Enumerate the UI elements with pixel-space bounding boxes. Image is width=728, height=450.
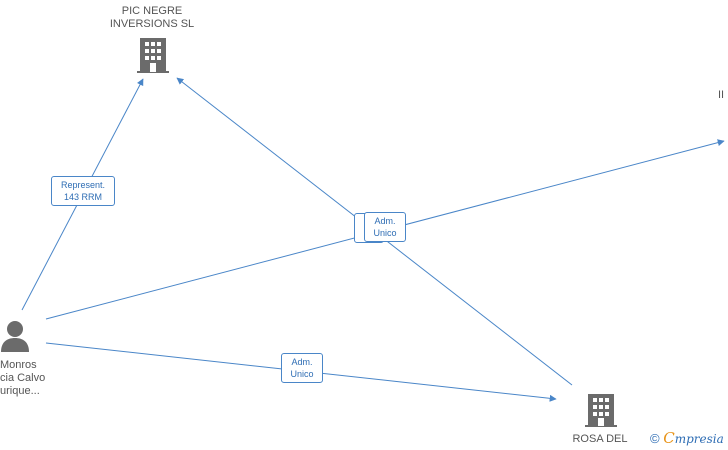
person-label-line1: Monros: [0, 359, 37, 371]
pic-negre-label-line1: PIC NEGRE: [121, 5, 183, 17]
edge-label-represent-line1: Represent.: [60, 180, 106, 190]
building-icon[interactable]: [137, 38, 169, 73]
edge-label-adm-bottom-line1: Adm.: [291, 357, 313, 367]
copyright-symbol: ©: [650, 431, 660, 446]
rosa-del-label[interactable]: ROSA DEL: [560, 433, 640, 446]
person-label[interactable]: Monros cia Calvo urique...: [0, 359, 60, 398]
person-label-line3: urique...: [0, 385, 40, 397]
person-icon[interactable]: [1, 321, 29, 352]
brand-name: mpresia: [674, 432, 724, 446]
person-label-line2: cia Calvo: [0, 372, 46, 384]
pic-negre-label[interactable]: PIC NEGRE INVERSIONS SL: [92, 5, 212, 31]
rosa-del-label-line1: ROSA DEL: [572, 433, 628, 445]
edge-label-adm-center[interactable]: Adm. Unico: [364, 212, 406, 242]
brand-initial: C: [663, 429, 675, 447]
empresia-watermark: © Cmpresia: [650, 429, 724, 447]
right-company-label[interactable]: II: [718, 89, 728, 102]
right-company-label-line1: II: [718, 89, 725, 101]
edge-label-adm-bottom[interactable]: Adm. Unico: [281, 353, 323, 383]
pic-negre-label-line2: INVERSIONS SL: [109, 18, 195, 30]
edge-label-adm-center-line2: Unico: [373, 228, 397, 238]
edge-label-adm-bottom-line2: Unico: [290, 369, 314, 379]
edge-label-represent-line2: 143 RRM: [63, 192, 102, 202]
edge-label-represent[interactable]: Represent. 143 RRM: [51, 176, 115, 206]
building-icon[interactable]: [585, 394, 617, 427]
edge-label-adm-center-line1: Adm.: [374, 216, 396, 226]
